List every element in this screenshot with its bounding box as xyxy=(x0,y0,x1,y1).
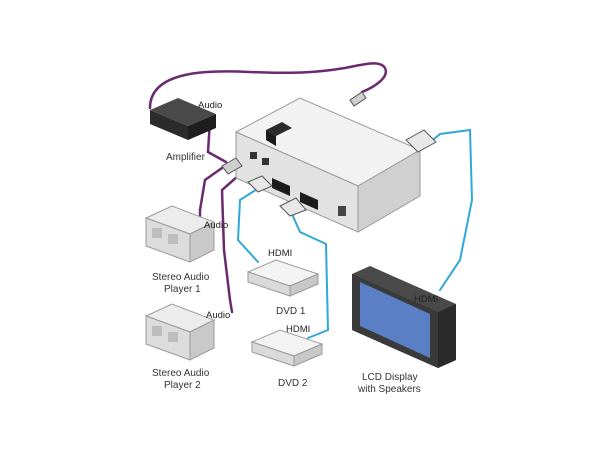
lcd-hdmi-label: HDMI xyxy=(414,294,438,305)
hdmi-plug-dvd2 xyxy=(279,197,307,217)
hdmi-port-in1 xyxy=(272,178,290,196)
audio-port-2 xyxy=(262,158,269,165)
stereo-audio-player-1-device xyxy=(144,205,216,263)
audio-cable-amplifier xyxy=(148,62,388,110)
player2-caption-line2: Player 2 xyxy=(164,380,201,391)
audio-plug-amplifier xyxy=(349,91,367,107)
amplifier-caption: Amplifier xyxy=(166,152,206,163)
audio-plug-players xyxy=(221,157,243,175)
player2-audio-label: Audio xyxy=(206,310,230,321)
dvd1-hdmi-label: HDMI xyxy=(268,248,292,259)
hdmi-cable-dvd1 xyxy=(236,185,263,263)
player1-caption-line2: Player 1 xyxy=(164,284,201,295)
hdmi-cables xyxy=(236,128,474,339)
brand-logo-icon xyxy=(266,122,292,146)
stereo-audio-player-2-device xyxy=(144,303,216,361)
dvd2-caption: DVD 2 xyxy=(278,378,308,389)
audio-port-1 xyxy=(250,152,257,159)
player2-caption-line1: Stereo Audio xyxy=(152,368,210,379)
dvd-2-device xyxy=(250,329,324,367)
hdmi-port-in2 xyxy=(300,192,318,210)
hdmi-plug-lcd xyxy=(405,129,437,153)
amplifier-audio-label: Audio xyxy=(198,100,222,111)
amplifier-device xyxy=(150,98,216,140)
lcd-caption-line2: with Speakers xyxy=(357,384,421,395)
dvd1-caption: DVD 1 xyxy=(276,306,306,317)
lcd-caption-line1: LCD Display xyxy=(362,372,418,383)
hdmi-switcher-unit xyxy=(234,97,422,233)
dvd-1-device xyxy=(246,259,320,297)
audio-cable-player2 xyxy=(220,174,240,314)
lcd-display-device xyxy=(352,266,456,368)
hdmi-plug-dvd1 xyxy=(247,175,273,193)
dvd2-hdmi-label: HDMI xyxy=(286,324,310,335)
player1-audio-label: Audio xyxy=(204,220,228,231)
hdmi-cable-lcd xyxy=(427,128,474,291)
player1-caption-line1: Stereo Audio xyxy=(152,272,210,283)
hdmi-cable-dvd2 xyxy=(291,213,330,339)
power-port xyxy=(338,206,346,216)
